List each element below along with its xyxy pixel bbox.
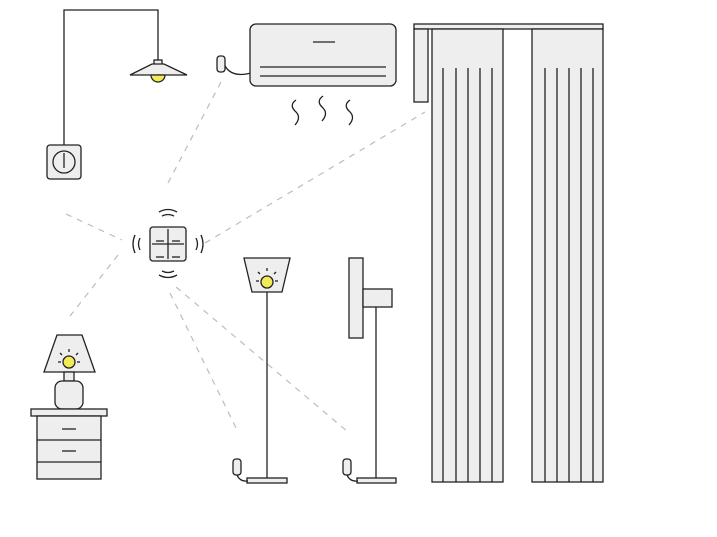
- floor-lamp-cable: [236, 474, 249, 482]
- link-switch-to-table-lamp: [69, 254, 119, 317]
- pendant-lamp-icon: [129, 63, 188, 76]
- link-switch-to-wall-switch: [65, 213, 123, 241]
- cabinet-top: [30, 408, 108, 417]
- lamp-bulb: [150, 74, 166, 83]
- ac-cable: [224, 65, 252, 76]
- left-curtain-folds: [442, 68, 493, 482]
- lamp-base: [54, 380, 84, 410]
- signal-waves-icon: [132, 208, 204, 279]
- airflow-wave-icon: [291, 99, 300, 126]
- floor-lamp[interactable]: [232, 257, 291, 484]
- link-switch-to-fan-plug: [175, 286, 349, 433]
- fan-motor: [362, 288, 393, 308]
- airflow-wave-icon: [318, 95, 327, 122]
- link-switch-to-ac-plug: [167, 79, 223, 184]
- fan-cable: [346, 474, 359, 482]
- floor-lamp-plug-icon: [232, 458, 242, 476]
- curtain-motor-icon: [413, 28, 429, 103]
- link-switch-to-curtain-motor: [204, 111, 426, 244]
- floor-lamp-icon: [243, 257, 291, 293]
- switch-dial: [52, 150, 76, 174]
- ceiling-lamp[interactable]: [63, 9, 188, 145]
- air-conditioner-icon: [249, 23, 397, 87]
- bulb-rays-icon: [256, 268, 278, 282]
- lightbulb-icon: [62, 355, 76, 369]
- lamp-wire: [63, 9, 159, 145]
- fan-foot: [356, 477, 397, 484]
- air-conditioner[interactable]: [216, 23, 397, 126]
- fan-plug-icon: [342, 458, 352, 476]
- link-switch-to-floor-lamp-plug: [169, 292, 239, 433]
- nightstand-icon: [36, 415, 102, 480]
- wall-switch[interactable]: [46, 144, 82, 180]
- curtains[interactable]: [413, 23, 604, 483]
- right-curtain-panel: [531, 28, 604, 483]
- right-curtain-folds: [544, 68, 594, 482]
- table-lamp-icon: [43, 334, 96, 373]
- smart-wireless-switch[interactable]: [132, 208, 204, 279]
- lamp-foot: [246, 477, 288, 484]
- bulb-rays-icon: [58, 349, 80, 363]
- standing-fan-icon: [348, 257, 364, 339]
- ac-plug-icon: [216, 55, 226, 73]
- signal-links: [65, 79, 426, 433]
- fan[interactable]: [342, 257, 397, 484]
- table-lamp[interactable]: [43, 334, 96, 410]
- bedside-cabinet: [30, 408, 108, 480]
- curtain-rail: [413, 23, 604, 30]
- airflow-wave-icon: [345, 99, 354, 126]
- lightbulb-icon: [260, 275, 274, 289]
- lamp-neck: [63, 371, 75, 382]
